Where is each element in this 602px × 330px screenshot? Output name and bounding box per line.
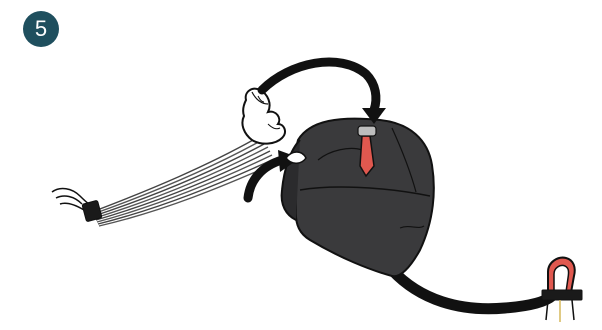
riser-detail	[286, 152, 306, 163]
curved-arrow-down-icon	[262, 62, 386, 124]
container-bag	[282, 119, 434, 277]
suspension-lines	[92, 135, 276, 226]
red-handle-icon	[542, 258, 582, 322]
line-end-tape	[52, 189, 102, 222]
bridle-strap	[392, 270, 552, 309]
hand-icon	[242, 89, 285, 144]
